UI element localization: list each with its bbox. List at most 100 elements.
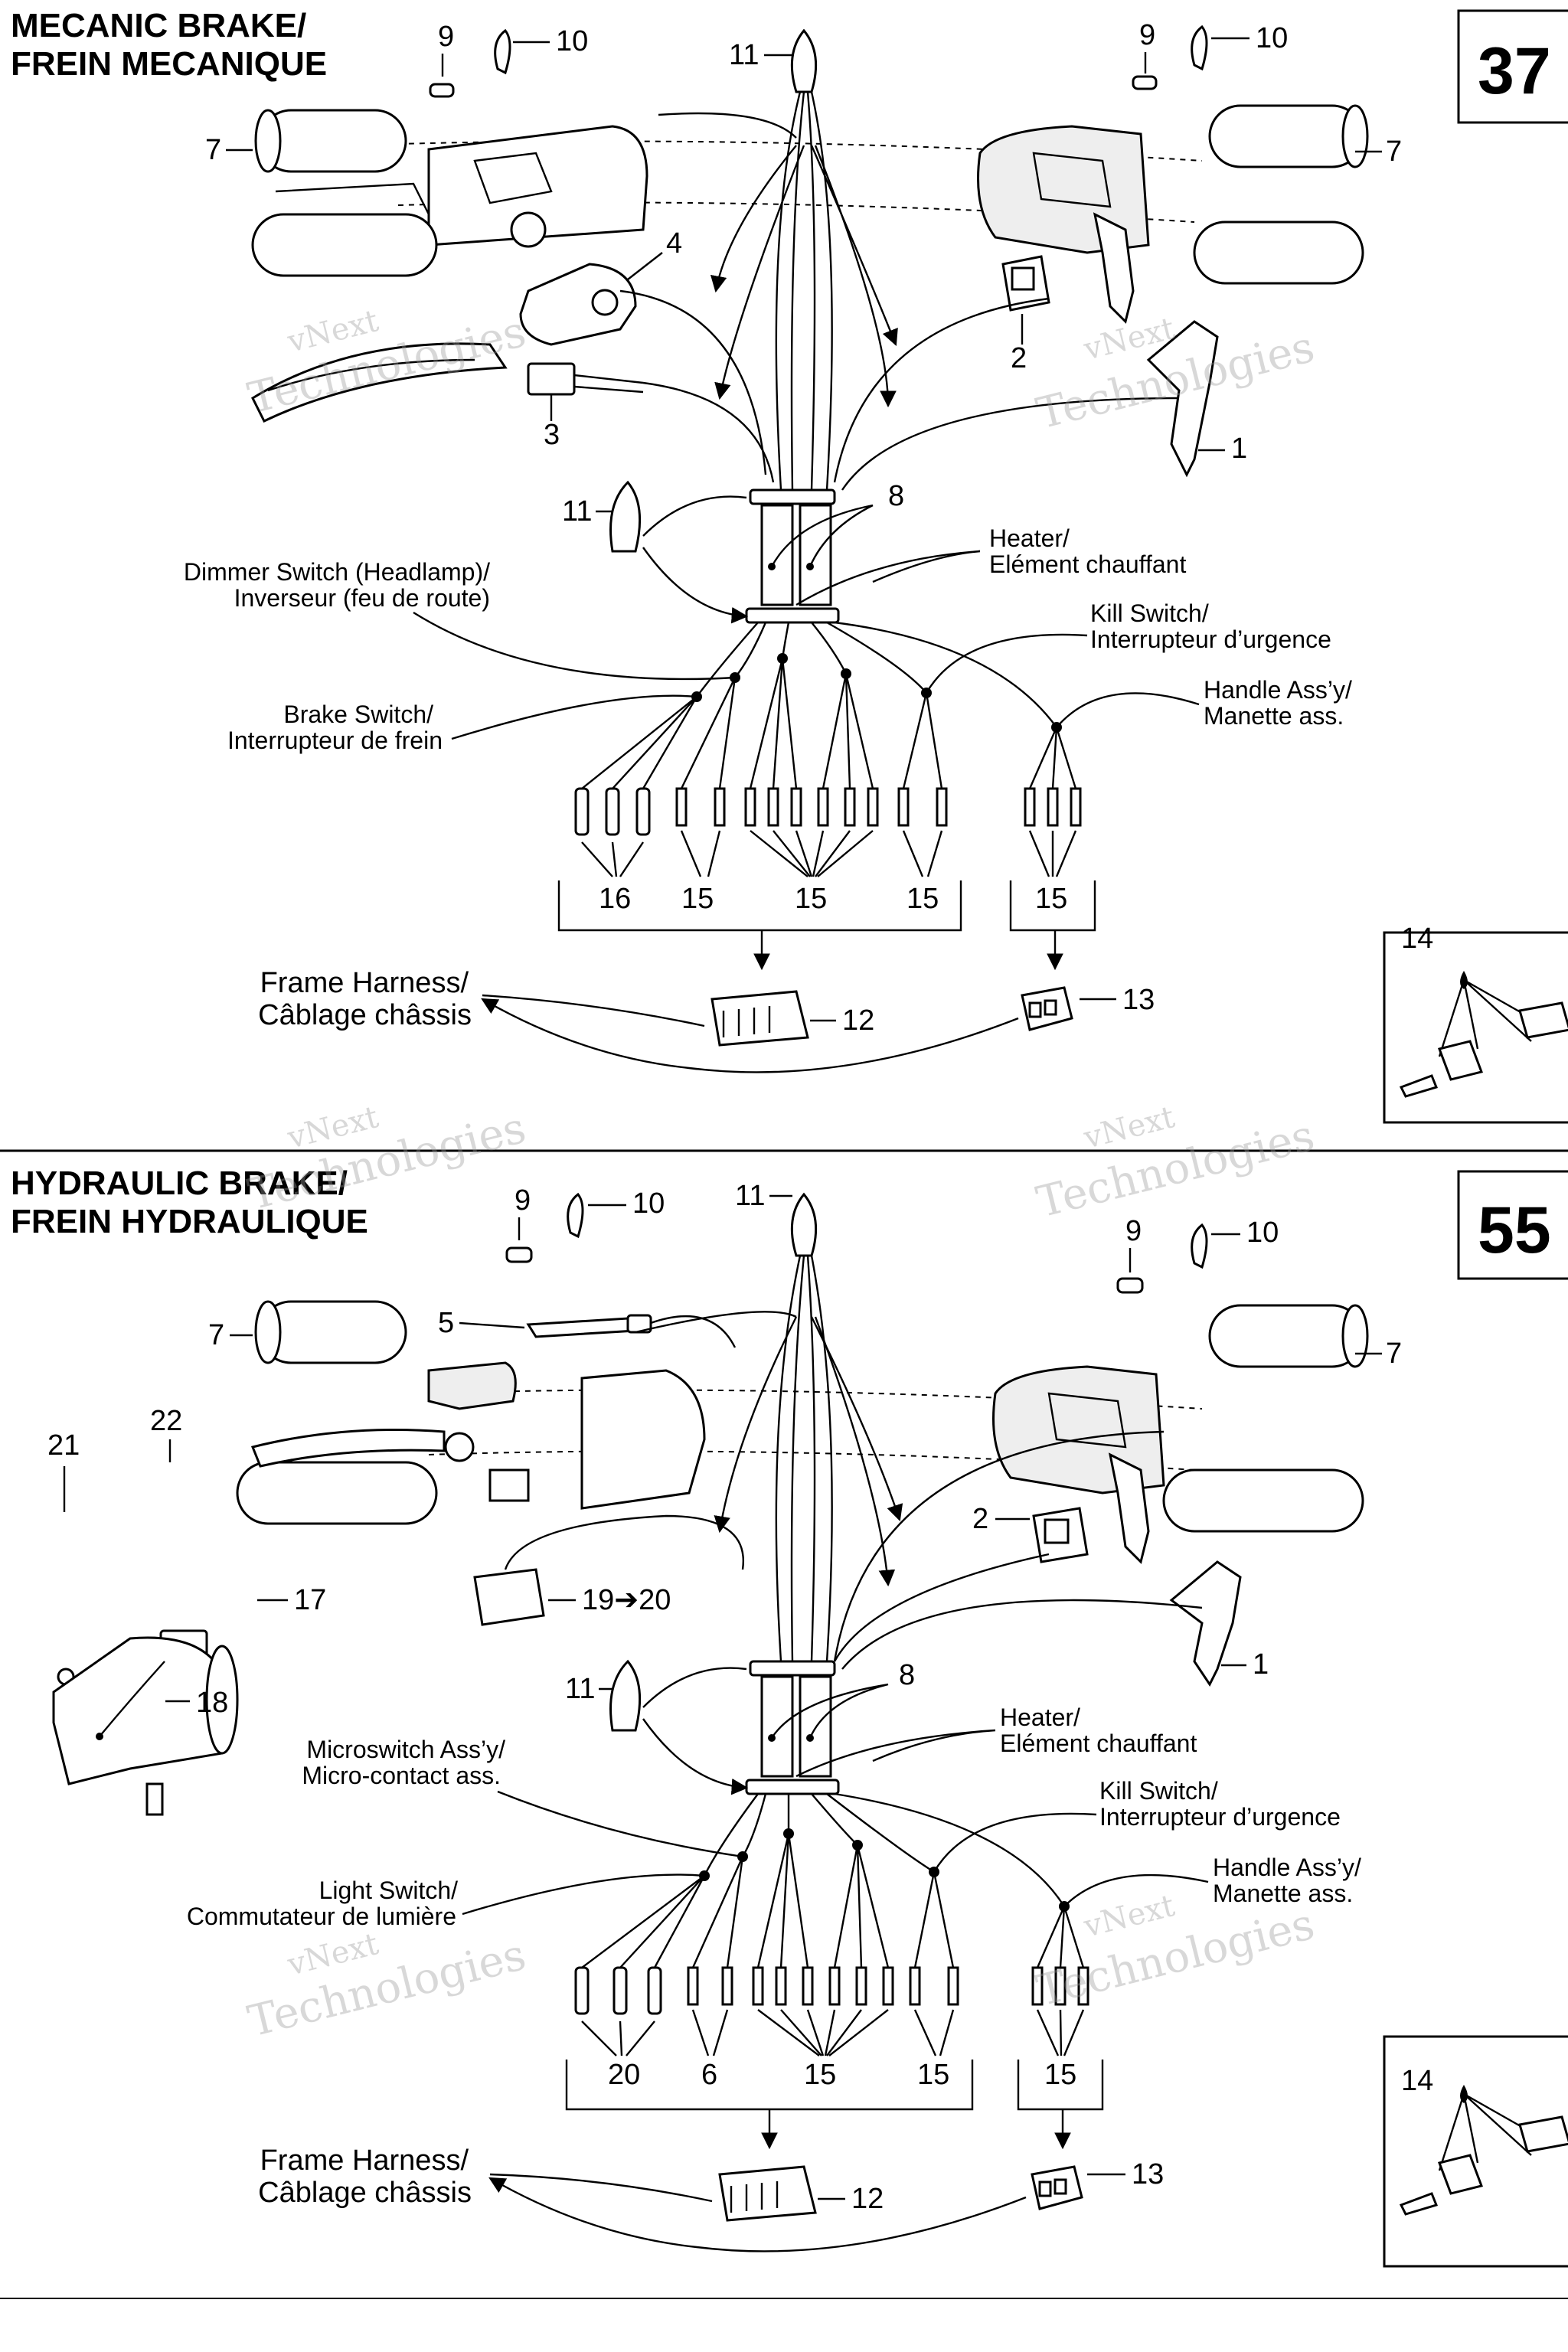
right-switch-housing [977, 125, 1150, 324]
part-number: 1 [1231, 433, 1247, 465]
part-number: 17 [294, 1584, 326, 1616]
tie-wrap-left-lines [642, 495, 746, 616]
callout-dimmer-switch-fr: Inverseur (feu de route) [234, 584, 490, 612]
right-switch-housing [992, 1365, 1165, 1564]
part-number: 9 [438, 21, 454, 53]
brake-switch-part [527, 362, 644, 396]
part-number: 20 [608, 2059, 640, 2091]
right-grip [1193, 104, 1369, 285]
part-number: 11 [735, 1180, 765, 1212]
heater-leader [795, 550, 981, 606]
part-number: 22 [150, 1405, 182, 1437]
part-number: 19➔20 [582, 1584, 671, 1616]
callout-kill-switch: Kill Switch/ [1090, 599, 1209, 627]
callout-dimmer-switch: Dimmer Switch (Headlamp)/ [184, 558, 490, 586]
part-number: 4 [666, 227, 682, 260]
sleeve-part [429, 83, 455, 98]
callout-frame-harness: Frame Harness/ [260, 2145, 469, 2177]
part-number: 2 [1011, 342, 1027, 374]
clip-part [1191, 1223, 1208, 1269]
callout-heater: Heater/ [1000, 1704, 1080, 1731]
callout-light-switch: Light Switch/ [319, 1877, 459, 1904]
tie-wrap-left-lines [642, 1667, 746, 1788]
wires-lower [581, 621, 1077, 789]
part-number: 12 [851, 2183, 884, 2215]
wires-upper [635, 1255, 1203, 1670]
tie-wrap-left [609, 480, 642, 553]
callout-handle-assy-fr: Manette ass. [1204, 702, 1344, 730]
part-number: 6 [701, 2059, 717, 2091]
heater-leader [795, 1729, 996, 1778]
connector-13 [1031, 2165, 1083, 2210]
clip-part [1191, 24, 1208, 71]
part-number: 10 [1246, 1217, 1279, 1249]
callout-brake-switch: Brake Switch/ [283, 701, 433, 728]
callout-heater: Heater/ [989, 524, 1070, 552]
part-number: 15 [804, 2059, 836, 2091]
part-number: 10 [632, 1187, 665, 1220]
part-number: 15 [917, 2059, 949, 2091]
section-title-line2: FREIN HYDRAULIQUE [11, 1203, 368, 1240]
sleeve-part [1116, 1277, 1144, 1294]
left-grip [254, 109, 407, 173]
sleeve-part [505, 1246, 533, 1263]
section-mecanic-brake: MECANIC BRAKE/ FREIN MECANIQUE 37 [11, 7, 1568, 1124]
harness-body [745, 1660, 840, 1795]
part-number: 11 [729, 39, 759, 71]
page-number: 55 [1478, 1194, 1551, 1267]
part-number: 9 [514, 1184, 531, 1217]
harness-body [745, 488, 840, 624]
callout-frame-harness-fr: Câblage châssis [258, 2177, 472, 2209]
switch-cap-part [1032, 1507, 1089, 1563]
callout-kill-switch-fr: Interrupteur d’urgence [1099, 1803, 1341, 1831]
connector-12 [710, 990, 809, 1047]
part-number: 7 [1386, 1338, 1402, 1370]
sleeve-part [1132, 75, 1158, 90]
frame-harness-leader [490, 2174, 1027, 2252]
part-number: 16 [599, 883, 631, 915]
inset-box [1383, 2035, 1568, 2268]
callout-kill-switch-fr: Interrupteur d’urgence [1090, 626, 1331, 653]
terminal-arrows [581, 2009, 1085, 2056]
terminals-row [574, 787, 1082, 836]
part-number: 10 [556, 25, 588, 57]
callout-microswitch-fr: Micro-contact ass. [302, 1762, 501, 1789]
wires-upper [619, 91, 1180, 491]
frame-harness-leader [482, 995, 1019, 1073]
part-number: 14 [1401, 2065, 1433, 2097]
section-title-line1: MECANIC BRAKE/ [11, 7, 306, 44]
page-number-box [1457, 9, 1568, 124]
callouts: Microswitch Ass’y/ Micro-contact ass. He… [187, 1704, 1361, 2209]
callout-light-switch-fr: Commutateur de lumière [187, 1903, 456, 1930]
callout-microswitch: Microswitch Ass’y/ [306, 1736, 505, 1763]
clip-part [494, 28, 511, 75]
switch-19-20 [473, 1514, 745, 1626]
inset-box [1383, 931, 1568, 1124]
section-title-line1: HYDRAULIC BRAKE/ [11, 1165, 348, 1202]
part-number: 11 [565, 1673, 595, 1705]
connector-12 [718, 2165, 817, 2222]
tie-wrap-left [609, 1659, 642, 1732]
part8-leader [770, 504, 874, 567]
part-numbers: 1 2 3 4 7 7 8 9 9 10 10 11 11 12 [205, 19, 1433, 1037]
part-number: 15 [795, 883, 827, 915]
terminal-arrows [581, 830, 1077, 877]
part-number: 7 [1386, 136, 1402, 168]
master-cylinder [250, 1361, 706, 1510]
throttle-lever-part [1169, 1560, 1242, 1687]
part-number: 15 [681, 883, 714, 915]
switch-cap-part [1001, 255, 1050, 312]
part-number: 9 [1139, 19, 1155, 51]
part-numbers: 1 2 5 6 7 7 8 9 9 10 10 11 11 12 [47, 1180, 1433, 2215]
callout-handle-assy: Handle Ass’y/ [1213, 1854, 1361, 1881]
part-number: 8 [899, 1659, 915, 1691]
part-number: 2 [972, 1503, 988, 1535]
part-number: 10 [1256, 22, 1288, 54]
tie-wrap-top [790, 1192, 818, 1257]
part-number: 7 [205, 134, 221, 166]
callout-kill-switch: Kill Switch/ [1099, 1777, 1218, 1805]
bracket-right [1017, 2060, 1104, 2111]
section-hydraulic-brake: HYDRAULIC BRAKE/ FREIN HYDRAULIQUE 55 [11, 1165, 1568, 2268]
wires-lower [581, 1792, 1085, 1968]
